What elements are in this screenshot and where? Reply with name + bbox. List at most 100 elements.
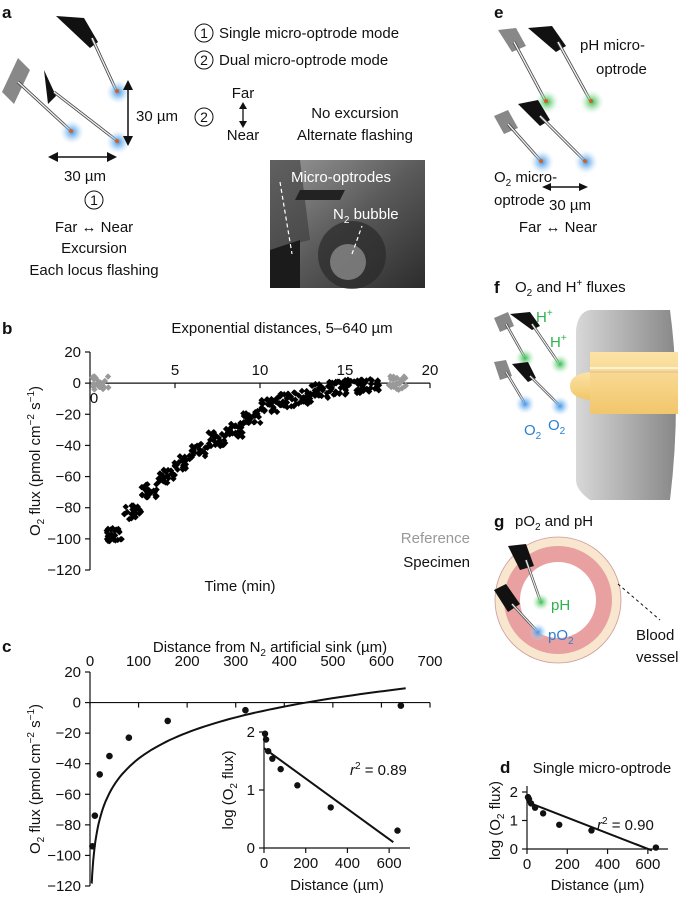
data-point [106,533,114,541]
data-point [367,384,374,392]
y-tick-label: −40 [56,437,81,454]
inset-data-point [264,747,272,755]
y-tick-label: −80 [56,817,81,834]
vertical-distance-label: 30 µm [136,108,178,125]
ph-optrode-label-1: pH micro- [580,37,645,54]
optrode-illustration-f [494,312,570,416]
data-point [539,810,547,817]
photo-optrodes-label: Micro-optrodes [291,169,391,186]
tissue-illustration [570,310,678,500]
data-point [176,453,184,460]
horizontal-distance-label: 30 µm [64,168,106,185]
data-point [116,529,123,536]
e-distance-label: 30 µm [549,197,591,214]
data-point [164,479,171,487]
r2-label: r2 = 0.90 [597,816,654,834]
data-point [245,411,253,419]
data-point [132,513,139,521]
g-po2-label: pO2 [548,627,574,647]
data-point [137,508,144,516]
data-point [354,386,362,393]
g-ph-label: pH [551,597,570,614]
data-point [228,429,235,436]
data-point [397,702,405,709]
optrode-illustration-e [494,26,604,174]
data-point [205,442,213,450]
mode1-desc1: Excursion [61,240,127,257]
x-tick-label: 15 [337,362,354,379]
vessel-pointer [617,583,661,621]
y-tick-label: −20 [56,406,81,423]
data-point [236,423,244,430]
f-o2-label-1: O2 [524,422,542,442]
data-point [290,389,298,396]
inset-data-point [294,782,301,789]
inset-y-tick-label: 1 [247,782,255,799]
o2-optrode-label-2: optrode [494,192,545,209]
data-point [375,387,382,394]
data-point [255,413,263,421]
g-title: pO2 and pH [515,513,593,533]
y-tick-label: 2 [510,784,518,801]
mode2-marker [194,107,214,127]
y-axis-label: O2 flux (pmol cm−2 s−1) [26,704,47,854]
data-point [196,446,203,453]
y-tick-label: −80 [56,500,81,517]
y-tick-label: −120 [47,878,81,895]
top-tick-label: 500 [320,653,345,670]
vessel-label-2: vessel [636,649,679,666]
e-distance-arrow [542,183,588,191]
data-point [106,752,113,760]
data-point [358,376,366,383]
y-tick-label: 0 [510,841,518,858]
top-tick-label: 200 [175,653,200,670]
data-point [195,449,202,457]
data-point [257,419,264,427]
optrode-illustration-g [494,544,550,641]
inset-data-point [394,827,401,834]
data-point [268,408,275,416]
data-point [165,474,172,482]
y-axis-label: log (O2 flux) [487,781,507,860]
data-point [235,430,243,438]
legend-reference: Reference [401,530,470,547]
y-tick-label: 0 [73,695,81,712]
inset-x-tick-label: 200 [293,855,318,872]
top-tick-label: 300 [223,653,248,670]
data-point [387,375,395,383]
y-tick-label: 0 [73,375,81,392]
data-point [283,399,291,406]
data-point [288,403,295,410]
x-tick-label: 0 [523,856,531,873]
mode1-legend-marker [194,23,214,43]
inset-r2-label: r2 = 0.89 [350,761,407,779]
data-point [188,442,196,450]
data-point [295,400,302,407]
data-point [98,381,106,388]
series-specimen [103,375,383,545]
data-point [216,437,224,444]
data-point [652,844,660,851]
data-point [141,485,148,492]
data-point [103,529,111,536]
data-point [332,378,339,386]
panel-letter-f: f [494,278,500,297]
data-point [389,381,396,388]
e-far-near: Far ↔ Near [519,219,597,236]
mode2-desc1: No excursion [311,105,399,122]
legend-specimen: Specimen [403,554,470,571]
data-point [527,800,535,807]
y-tick-label: 1 [510,813,518,830]
y-tick-label: −120 [47,562,81,579]
data-point [207,436,214,444]
data-point [220,437,228,444]
x-tick-label: 200 [555,856,580,873]
f-h-label-2: H+ [550,333,567,351]
inset-data-point [327,804,334,811]
x-tick-label: 10 [252,362,269,379]
f-title: O2 and H+ fluxes [515,278,626,299]
